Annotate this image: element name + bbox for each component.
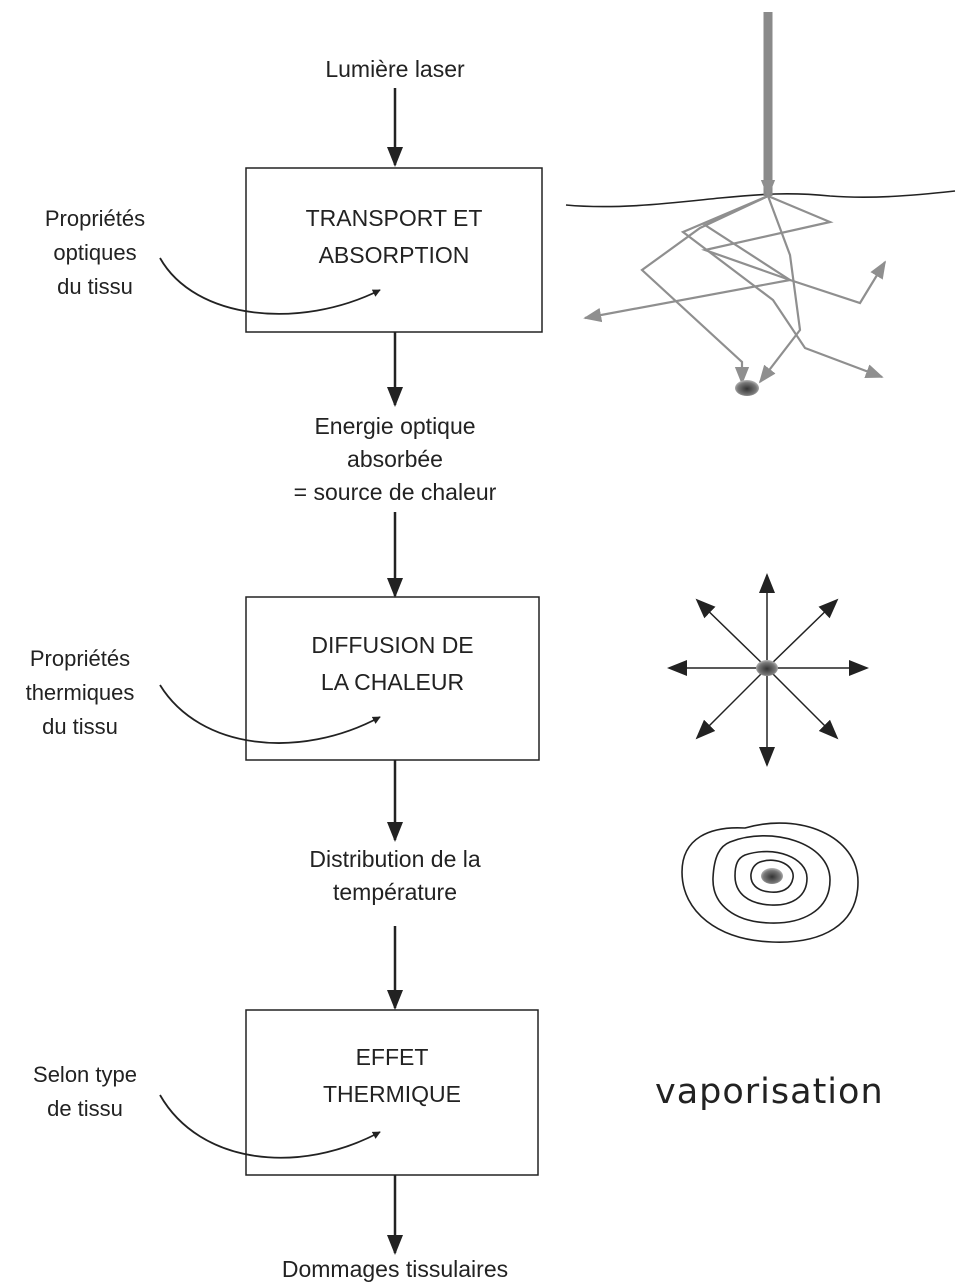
side-optical-line2: optiques xyxy=(53,240,137,265)
side-optical-line3: du tissu xyxy=(57,274,133,299)
side-thermal-line2: thermiques xyxy=(25,680,135,705)
side-tissue-line2: de tissu xyxy=(47,1096,123,1121)
side-optical-properties: Propriétés optiques du tissu xyxy=(10,202,180,304)
side-thermal-line1: Propriétés xyxy=(29,646,131,671)
vaporisation-label: vaporisation xyxy=(655,1072,884,1112)
isotherm-contours-illustration xyxy=(681,822,859,943)
photon-path-4 xyxy=(758,195,802,384)
isotherm-center-spot xyxy=(761,868,783,884)
step3-label: EFFET THERMIQUE xyxy=(246,1039,538,1113)
step3-line1: EFFET xyxy=(355,1044,429,1070)
step2-line2: LA CHALEUR xyxy=(320,669,465,695)
output2-line2: température xyxy=(332,879,457,905)
input-laser-light: Lumière laser xyxy=(325,56,465,82)
box-transport-absorption xyxy=(245,167,543,333)
side-tissue-line1: Selon type xyxy=(33,1062,137,1087)
step2-label: DIFFUSION DE LA CHALEUR xyxy=(246,627,539,701)
photon-path-3 xyxy=(680,194,884,379)
photon-path-5 xyxy=(583,195,793,323)
side-thermal-properties: Propriétés thermiques du tissu xyxy=(0,642,160,744)
output1-line2: absorbée xyxy=(347,446,443,472)
output3-tissue-damage: Dommages tissulaires xyxy=(281,1256,509,1282)
box-heat-diffusion xyxy=(245,596,540,761)
output1-label: Energie optique absorbée = source de cha… xyxy=(220,410,570,509)
heat-radiation-illustration xyxy=(667,573,869,767)
output2-line1: Distribution de la xyxy=(309,846,481,872)
photon-scattering-illustration xyxy=(565,12,956,396)
output1-line1: Energie optique xyxy=(314,413,476,439)
curve-arrow-thermal xyxy=(159,684,381,744)
curve-arrow-optical xyxy=(159,257,381,315)
step1-line2: ABSORPTION xyxy=(318,242,470,268)
side-optical-line1: Propriétés xyxy=(44,206,146,231)
step2-line1: DIFFUSION DE xyxy=(311,632,474,658)
step3-line2: THERMIQUE xyxy=(323,1081,461,1107)
photon-path-2 xyxy=(701,194,886,305)
side-thermal-line3: du tissu xyxy=(42,714,118,739)
side-tissue-type: Selon type de tissu xyxy=(5,1058,165,1126)
output1-line3: = source de chaleur xyxy=(293,479,497,505)
heat-source-spot xyxy=(756,660,778,676)
box-thermal-effect xyxy=(245,1009,539,1176)
step1-line1: TRANSPORT ET xyxy=(305,205,483,231)
step1-label: TRANSPORT ET ABSORPTION xyxy=(246,200,542,274)
output2-label: Distribution de la température xyxy=(220,843,570,909)
absorption-spot xyxy=(735,380,759,396)
curve-arrow-tissue xyxy=(159,1094,381,1159)
